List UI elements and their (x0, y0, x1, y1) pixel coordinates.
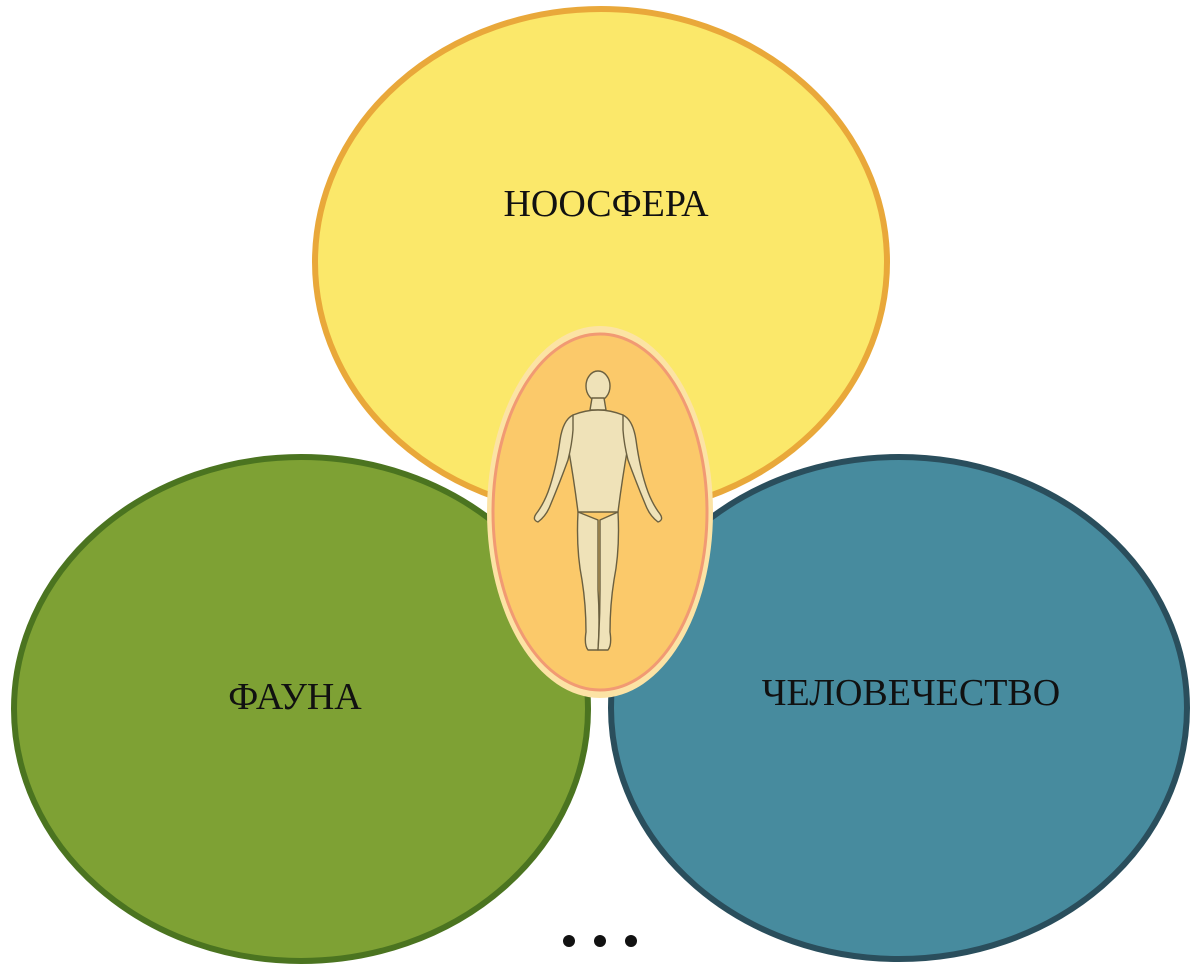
fauna-label: ФАУНА (228, 676, 362, 718)
humanity-node: ЧЕЛОВЕЧЕСТВО (608, 454, 1190, 962)
humanity-label: ЧЕЛОВЕЧЕСТВО (762, 672, 1060, 714)
human-figure-icon (533, 370, 663, 651)
continuation-dots (563, 935, 637, 947)
fauna-ellipse (11, 454, 591, 964)
humanity-ellipse (608, 454, 1190, 962)
center-node (487, 326, 713, 698)
noosphere-node: НООСФЕРА (312, 6, 890, 518)
noosphere-label: НООСФЕРА (503, 183, 709, 225)
fauna-node: ФАУНА (11, 454, 591, 964)
